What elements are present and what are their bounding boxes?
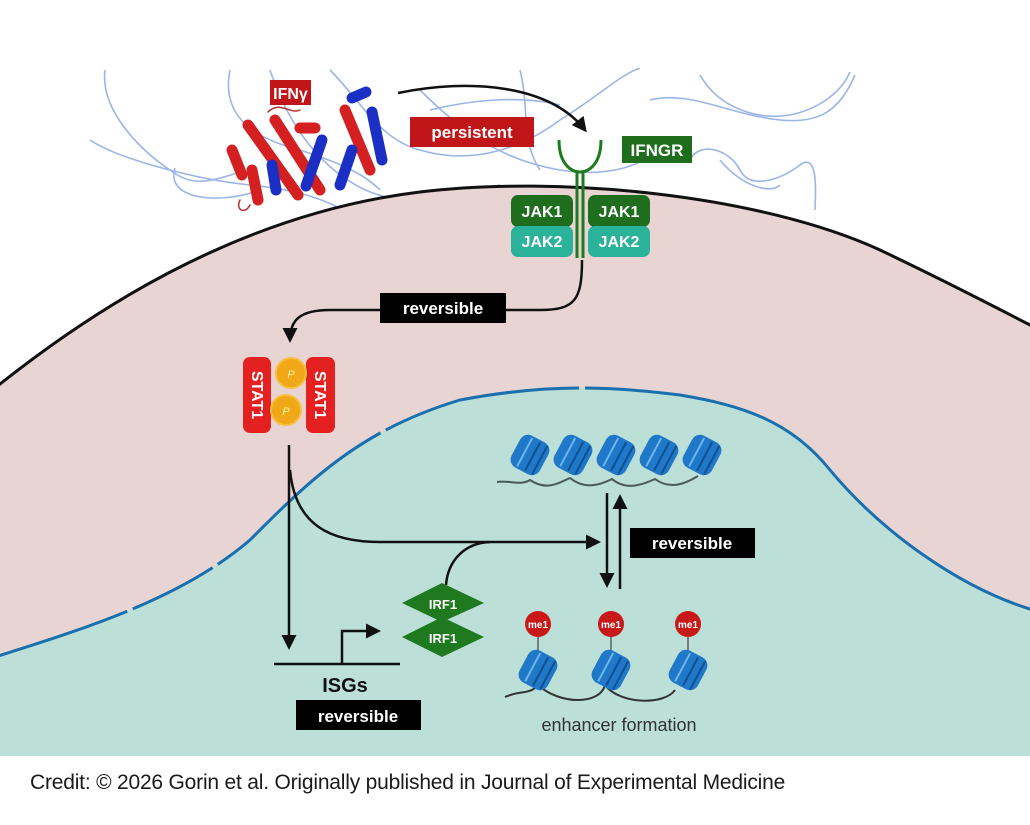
irf1-top-label: IRF1 <box>429 597 457 612</box>
stat1-right-label: STAT1 <box>311 371 328 419</box>
open-chromatin: me1 me1 me1 <box>504 611 708 702</box>
binding-arrow <box>397 84 587 133</box>
ifngr-label-box <box>622 136 692 163</box>
jak2-left <box>511 226 573 257</box>
persistent-label-box <box>410 117 534 147</box>
reversible-label-jak: reversible <box>403 299 483 318</box>
nucleosome-closed <box>553 434 593 476</box>
phospho-top-label: P <box>287 369 295 381</box>
phospho-bottom <box>270 394 302 426</box>
nucleosome-closed <box>682 434 722 476</box>
nucleosome-open <box>518 649 558 691</box>
jak1-left <box>511 195 573 227</box>
stat1-left <box>243 357 271 433</box>
dna-strand-closed <box>496 475 699 487</box>
cell-membrane <box>0 184 1030 386</box>
stat-to-chromatin-arrow <box>288 469 601 550</box>
jak-to-stat-arrow <box>282 259 584 343</box>
me1-label: me1 <box>528 620 548 631</box>
jak2-right-label: JAK2 <box>599 234 640 251</box>
nuclear-envelope <box>0 386 1030 657</box>
dna-strand-open <box>504 682 676 702</box>
me1-mark <box>598 611 624 637</box>
nucleus <box>0 388 1030 756</box>
me1-mark <box>675 611 701 637</box>
jak1-right <box>588 195 650 227</box>
ifngr-label: IFNGR <box>631 141 684 160</box>
ifng-label-box <box>270 80 311 105</box>
closed-chromatin <box>496 434 722 487</box>
reversible-label-chromatin: reversible <box>652 534 732 553</box>
persistent-label: persistent <box>431 123 513 142</box>
reversible-box-jak <box>380 293 506 323</box>
nucleosome-closed <box>510 434 550 476</box>
phospho-bottom-label: P <box>282 406 290 418</box>
stat1-dimer: STAT1 STAT1 P P <box>243 357 335 433</box>
jak2-left-label: JAK2 <box>522 234 563 251</box>
nucleosome-closed <box>639 434 679 476</box>
ifng-label: IFNγ <box>273 86 308 103</box>
irf1-bottom <box>402 617 484 657</box>
jak2-right <box>588 226 650 257</box>
jak1-right-label: JAK1 <box>599 204 640 221</box>
ifng-protein <box>226 86 388 212</box>
stat1-left-label: STAT1 <box>248 371 265 419</box>
nucleosome-open <box>591 649 631 691</box>
irf1-to-chromatin-arc <box>444 540 491 586</box>
reversible-box-chromatin <box>630 528 755 558</box>
nucleosome-closed <box>596 434 636 476</box>
isgs-label: ISGs <box>322 675 368 697</box>
jak1-left-label: JAK1 <box>522 204 563 221</box>
transcription-start-arrow <box>340 623 381 664</box>
me1-mark <box>525 611 551 637</box>
irf1-top <box>402 583 484 622</box>
me1-label: me1 <box>678 620 698 631</box>
irf1-bottom-label: IRF1 <box>429 631 457 646</box>
phospho-top <box>275 357 307 389</box>
me1-label: me1 <box>601 620 621 631</box>
reversible-box-isgs <box>296 700 421 730</box>
reversible-label-isgs: reversible <box>318 707 398 726</box>
image-credit: Credit: © 2026 Gorin et al. Originally p… <box>30 771 786 794</box>
nucleosome-open <box>668 649 708 691</box>
stat1-right <box>306 357 335 433</box>
ifngr-receptor <box>557 139 603 258</box>
enhancer-formation-caption: enhancer formation <box>541 715 696 735</box>
